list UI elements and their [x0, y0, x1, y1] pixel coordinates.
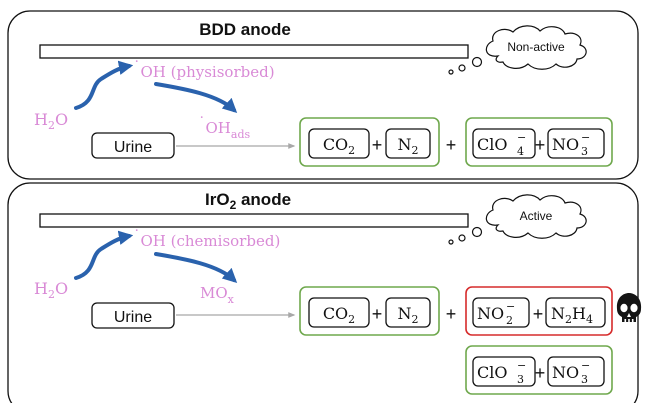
iro2-no3-subscript: 3: [581, 373, 588, 386]
iro2-urine-box: [91, 302, 175, 329]
iro2-no2-label: NO: [477, 304, 504, 323]
non-active-cloud: Non-active: [448, 25, 587, 75]
iro2-electrode: [39, 213, 469, 228]
iro2-panel-title: IrO2 anode: [205, 190, 291, 212]
bdd-plus-1: +: [372, 135, 383, 155]
iro2-no2-box: [472, 297, 530, 328]
bdd-water-label: H2O: [34, 110, 68, 132]
iro2-no2-subscript: 2: [506, 314, 513, 327]
iro2-n2-label: N2: [398, 304, 419, 326]
iro2-clo3-box: [472, 356, 536, 387]
iro2-clo3-charge: −: [517, 359, 526, 372]
bdd-no3-charge: −: [581, 131, 590, 144]
bdd-ads-radical: ˙OHads: [198, 114, 250, 141]
iro2-co2-label: CO2: [323, 304, 355, 326]
iro2-n2h4-label: N2H4: [551, 304, 593, 326]
iro2-clo3-label: ClO: [477, 363, 507, 382]
iro2-mox-label: MOx: [200, 284, 235, 306]
iro2-plus-2: +: [446, 304, 457, 324]
skull-icon: [616, 293, 642, 322]
bdd-electrode: [39, 44, 469, 59]
iro2-no3-box: [547, 356, 605, 387]
bdd-no3-box: [547, 128, 605, 159]
iro2-n2-box: [385, 297, 431, 328]
iro2-clo3-subscript: 3: [517, 373, 524, 386]
iro2-water-label: H2O: [34, 279, 68, 301]
iro2-panel: IrO2 anode Active H2O ˙OH (chemisorbed) …: [7, 182, 642, 403]
bdd-co2-label: CO2: [323, 135, 355, 157]
bdd-n2-box: [385, 128, 431, 159]
bdd-clo4-subscript: 4: [517, 145, 524, 158]
bdd-panel-title: BDD anode: [199, 20, 291, 39]
bdd-panel: BDD anode Non-active H2O ˙OH (physisorbe…: [7, 10, 639, 180]
active-cloud: Active: [448, 194, 587, 245]
bdd-no3-label: NO: [552, 135, 579, 154]
bdd-plus-3: +: [535, 135, 546, 155]
iro2-plus-4: +: [535, 363, 546, 383]
iro2-plus-1: +: [372, 304, 383, 324]
iro2-no3-charge: −: [581, 359, 590, 372]
bdd-urine-box: [91, 132, 175, 159]
iro2-no2-charge: −: [506, 300, 515, 313]
iro2-no3-label: NO: [552, 363, 579, 382]
bdd-co2-box: [308, 128, 370, 159]
bdd-clo4-label: ClO: [477, 135, 507, 154]
iro2-radical-to-mox-arrow: [154, 252, 238, 283]
non-active-label: Non-active: [507, 40, 565, 54]
bdd-plus-2: +: [446, 135, 457, 155]
bdd-radical-to-ads-arrow: [154, 82, 238, 113]
iro2-co2-box: [308, 297, 370, 328]
bdd-clo4-charge: −: [517, 131, 526, 144]
iro2-water-to-radical-arrow: [74, 230, 134, 280]
bdd-physisorbed-radical: ˙OH (physisorbed): [133, 58, 275, 81]
active-label: Active: [520, 209, 553, 223]
bdd-n2-label: N2: [398, 135, 419, 157]
iro2-urine-label: Urine: [114, 309, 152, 326]
iro2-plus-3: +: [533, 304, 544, 324]
bdd-clo4-box: [472, 128, 536, 159]
iro2-chemisorbed-radical: ˙OH (chemisorbed): [133, 227, 280, 250]
bdd-water-to-radical-arrow: [74, 60, 134, 110]
iro2-n2h4-box: [545, 297, 606, 328]
bdd-no3-subscript: 3: [581, 145, 588, 158]
bdd-urine-label: Urine: [114, 139, 152, 156]
